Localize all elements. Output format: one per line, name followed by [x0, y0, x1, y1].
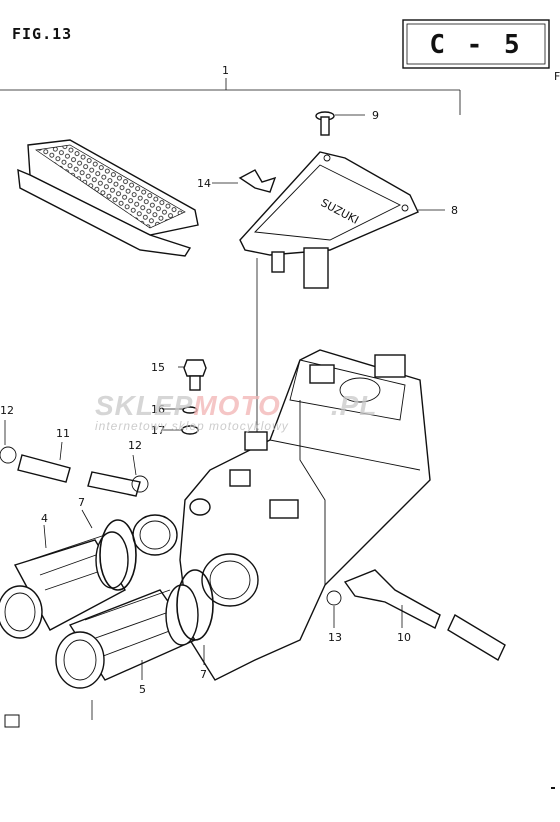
watermark-brand-left: SKLEP: [95, 390, 193, 421]
washer-16-17: [162, 406, 199, 435]
callout-12-left: 12: [0, 404, 14, 417]
air-cleaner-case: [132, 349, 431, 681]
callout-9: 9: [372, 109, 379, 122]
callout-13: 13: [328, 631, 342, 644]
section-box: C - 5: [402, 19, 550, 69]
corner-mark: [4, 700, 93, 728]
callout-4: 4: [41, 512, 48, 525]
callout-14: 14: [197, 177, 211, 190]
intake-boot-4: [0, 524, 129, 639]
callout-7-upper: 7: [78, 496, 85, 509]
watermark-brand-right: .PL: [331, 390, 378, 421]
edge-mark: F: [554, 70, 560, 83]
section-code: C - 5: [429, 30, 522, 60]
callout-1: 1: [222, 64, 229, 77]
bracket-1: [0, 78, 461, 115]
clamp-ring-7: [81, 509, 214, 665]
callout-17: 17: [151, 424, 165, 437]
callout-numbers: 1 9 14 8 15 16 17 12 11 12 7 4 5 7 13 10: [0, 64, 458, 696]
watermark-brand: SKLEPMOTO .PL: [95, 390, 377, 421]
screw-9: [315, 111, 365, 136]
callout-7-lower: 7: [200, 668, 207, 681]
drain-hose-10: [326, 569, 506, 661]
figure-label: FIG.13: [12, 25, 72, 43]
bolt-15: [178, 359, 207, 391]
callout-11: 11: [56, 427, 70, 440]
callout-12-right: 12: [128, 439, 142, 452]
callout-5: 5: [139, 683, 146, 696]
watermark: SKLEPMOTO .PL internetowy sklep motocyklo…: [95, 390, 377, 433]
callout-10: 10: [397, 631, 411, 644]
callout-15: 15: [151, 361, 165, 374]
callout-16: 16: [151, 403, 165, 416]
watermark-tagline: internetowy sklep motocyklowy: [95, 419, 289, 433]
breather-hose-11: [0, 420, 149, 497]
callout-8: 8: [451, 204, 458, 217]
watermark-brand-mid: MOTO: [193, 390, 280, 421]
air-filter-element: [17, 139, 199, 257]
wing-bolt-14: [212, 169, 277, 193]
air-cleaner-cover-8: SUZUKI: [239, 151, 445, 289]
